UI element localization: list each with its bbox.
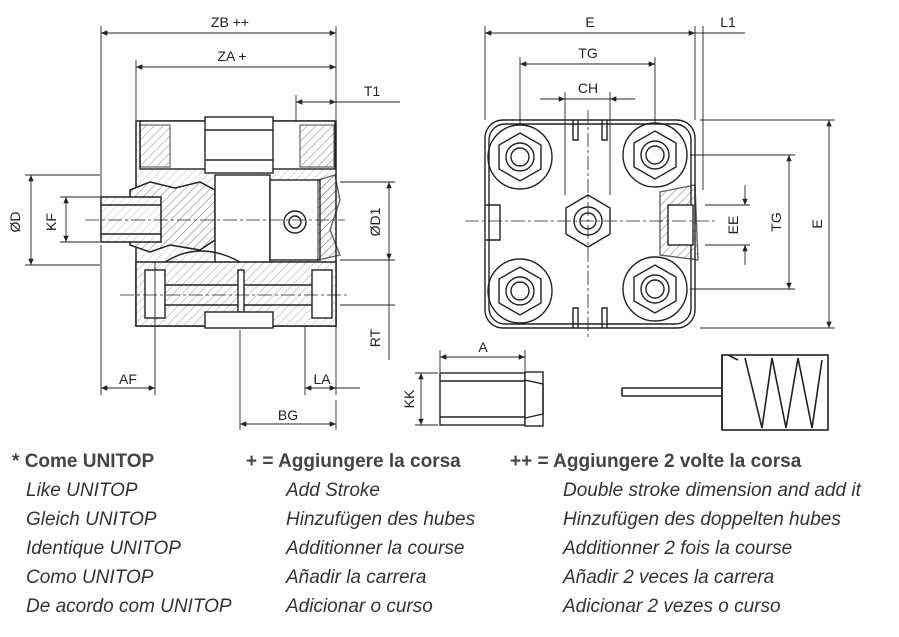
dim-ee: EE <box>725 216 741 235</box>
legend-line: Additionner 2 fois la course <box>563 538 793 559</box>
legend-line: Añadir la carrera <box>286 567 427 588</box>
legend-line: Adicionar 2 vezes o curso <box>563 596 781 617</box>
legend-line: Additionner la course <box>286 538 465 559</box>
side-section-view <box>85 116 350 329</box>
bolt-bottom-left <box>487 258 553 324</box>
legend-line: Identique UNITOP <box>26 538 181 559</box>
dim-za: ZA + <box>217 48 246 64</box>
legend-line: Adicionar o curso <box>286 596 433 617</box>
legend-line: De acordo com UNITOP <box>26 596 232 617</box>
legend-line: Añadir 2 veces la carrera <box>563 567 775 588</box>
dim-rt: RT <box>367 328 383 347</box>
dim-zb: ZB ++ <box>211 14 249 30</box>
legend-line: Gleich UNITOP <box>26 509 157 530</box>
legend-symbol-1: * <box>12 451 20 472</box>
legend-line: Add Stroke <box>286 480 380 501</box>
rod-end-dimensions <box>415 350 526 426</box>
dim-kf: KF <box>43 213 59 231</box>
dim-l1: L1 <box>720 14 736 30</box>
legend-line: Hinzufügen des doppelten hubes <box>563 509 841 530</box>
legend-column-add-stroke: + = Aggiungere la corsa Add Stroke Hinzu… <box>246 447 475 621</box>
dim-tg-side: TG <box>768 212 784 231</box>
legend-heading-text-1: Come UNITOP <box>24 451 155 472</box>
dim-e-top: E <box>585 14 594 30</box>
legend-heading-3: ++ = Aggiungere 2 volte la corsa <box>510 447 861 476</box>
dim-bg: BG <box>278 407 298 423</box>
legend-line: Hinzufügen des hubes <box>286 509 476 530</box>
dim-od: ØD <box>7 212 23 233</box>
dim-la: LA <box>313 371 331 387</box>
dim-t1: T1 <box>364 83 381 99</box>
legend-column-double-stroke: ++ = Aggiungere 2 volte la corsa Double … <box>510 447 861 621</box>
legend-heading-2: + = Aggiungere la corsa <box>246 447 475 476</box>
dimension-labels: ZB ++ ZA + T1 ØD KF ØD1 RT AF LA BG E L1… <box>7 14 825 423</box>
legend-heading-text-3: Aggiungere 2 volte la corsa <box>553 451 802 472</box>
legend-symbol-3: ++ = <box>510 451 549 472</box>
legend-heading-1: * Come UNITOP <box>12 447 232 476</box>
spring-symbol <box>621 354 829 431</box>
dim-kk: KK <box>401 389 417 408</box>
dim-af: AF <box>119 371 137 387</box>
front-view-dimensions <box>484 26 835 329</box>
legend-line: Como UNITOP <box>26 567 154 588</box>
dim-ch: CH <box>578 80 598 96</box>
legend-column-like-unitop: * Come UNITOP Like UNITOP Gleich UNITOP … <box>12 447 232 621</box>
dim-tg-top: TG <box>578 45 597 61</box>
technical-drawing: ZB ++ ZA + T1 ØD KF ØD1 RT AF LA BG E L1… <box>7 14 835 431</box>
legend-line: Double stroke dimension and add it <box>563 480 861 501</box>
bolt-bottom-right <box>622 256 688 322</box>
legend: * Come UNITOP Like UNITOP Gleich UNITOP … <box>0 447 899 637</box>
front-view <box>465 110 715 340</box>
legend-heading-text-2: Aggiungere la corsa <box>278 451 461 472</box>
legend-line: Like UNITOP <box>26 480 138 501</box>
dim-od1: ØD1 <box>367 207 383 236</box>
legend-symbol-2: + = <box>246 451 274 472</box>
dim-e-side: E <box>809 219 825 228</box>
side-view-dimensions <box>25 26 400 430</box>
dim-a: A <box>478 339 488 355</box>
rod-end-detail <box>439 371 544 427</box>
